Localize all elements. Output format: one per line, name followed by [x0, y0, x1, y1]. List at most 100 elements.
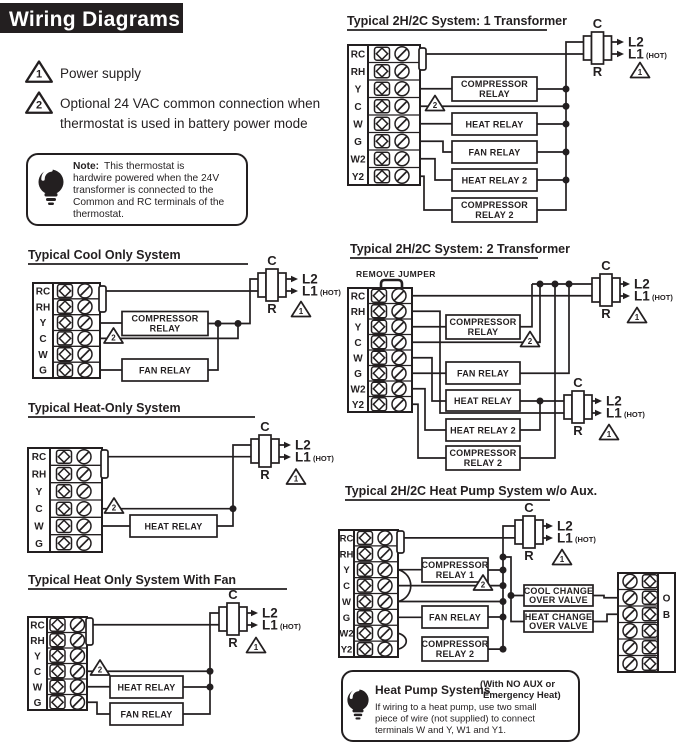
relay-label: RELAY 2 — [436, 649, 474, 659]
terminal-label: Y2 — [352, 400, 365, 411]
terminal-label: W — [342, 597, 351, 608]
xfmr-r-label: R — [573, 423, 583, 438]
junction-dots — [499, 553, 515, 653]
wires — [102, 444, 286, 527]
l2-label: L2 — [295, 438, 311, 453]
terminal-label: Y — [34, 651, 41, 662]
legend-marker-1: 1 — [36, 69, 42, 81]
relay-boxes: COMPRESSOR RELAY FAN RELAY — [121, 310, 209, 382]
hot-label: (HOT) — [646, 51, 667, 60]
diagram-heat-pump: Typical 2H/2C Heat Pump System w/o Aux. … — [338, 484, 676, 673]
xfmr-c-label: C — [260, 419, 270, 434]
note-box-border — [26, 153, 248, 226]
relay-label: HEAT RELAY 2 — [462, 176, 528, 186]
legend-item-1: Power supply — [60, 66, 141, 81]
l1-label: L1 — [262, 618, 278, 633]
relay-label: RELAY — [479, 89, 510, 99]
relay-label: HEAT RELAY — [144, 522, 202, 532]
marker-2: 2 — [112, 504, 117, 513]
valve-label: OVER VALVE — [529, 621, 588, 631]
terminal-block: RC RH Y C W G W2 Y2 — [347, 44, 427, 186]
legend-item-2-line2: thermostat is used in battery power mode — [60, 116, 308, 131]
terminal-label: C — [35, 504, 42, 515]
terminal-label: RC — [351, 49, 365, 60]
terminal-label: RC — [32, 452, 46, 463]
note-line5: thermostat. — [73, 209, 124, 220]
marker-2: 2 — [481, 581, 486, 590]
transformer-1: C R L2 L1 (HOT) — [591, 258, 673, 321]
marker-2: 2 — [98, 666, 103, 675]
relay-label: RELAY — [150, 324, 181, 334]
relay-label: FAN RELAY — [139, 366, 191, 376]
terminal-label: RH — [351, 307, 365, 318]
l1-label: L1 — [557, 531, 573, 546]
legend-item-2-line1: Optional 24 VAC common connection when — [60, 96, 320, 111]
terminal-label: C — [354, 102, 361, 113]
note-line3: transformer is connected to the — [73, 185, 214, 196]
terminal-block: RC RH Y C W G W2 Y2 — [347, 287, 413, 413]
heat-pump-note-border — [341, 670, 580, 742]
xfmr-c-label: C — [267, 253, 277, 268]
terminal-label: RC — [351, 291, 365, 302]
valve-label: COOL CHANGE — [524, 586, 594, 596]
note-label: Note: — [73, 161, 99, 172]
relay-label: HEAT RELAY 2 — [450, 426, 516, 436]
transformer: C R L2 L1 (HOT) — [514, 500, 596, 563]
diagram-title: Typical 2H/2C Heat Pump System w/o Aux. — [345, 484, 597, 498]
relay-label: RELAY 2 — [475, 210, 513, 220]
terminal-label: Y2 — [341, 645, 353, 656]
relay-label: FAN RELAY — [429, 613, 481, 623]
terminal-label: W2 — [351, 384, 366, 395]
terminal-label: W — [38, 350, 48, 361]
terminal-label: RH — [32, 470, 46, 481]
terminal-label: C — [354, 338, 361, 349]
diagram-cool-only: Typical Cool Only System RC RH Y C W G C… — [28, 248, 341, 382]
relay-label: HEAT RELAY — [117, 683, 175, 693]
relay-label: HEAT RELAY — [454, 396, 512, 406]
xfmr-r-label: R — [228, 635, 238, 650]
relay-label: FAN RELAY — [121, 710, 173, 720]
junction-dot — [229, 505, 237, 513]
hot-label: (HOT) — [624, 410, 645, 419]
relay-label: RELAY 1 — [436, 570, 474, 580]
marker-1: 1 — [299, 307, 304, 316]
terminal-label: Y — [343, 565, 350, 576]
xfmr-r-label: R — [593, 64, 603, 79]
heat-pump-note-box: Heat Pump Systems (With NO AUX or Emerge… — [341, 670, 580, 742]
xfmr-c-label: C — [593, 16, 603, 31]
marker-1: 1 — [294, 475, 299, 484]
page-title: Wiring Diagrams — [9, 8, 180, 31]
relay-boxes: COMPRESSOR RELAY 1 FAN RELAY COMPRESSOR … — [421, 557, 594, 662]
transformer: C R L2 L1 (HOT) — [582, 16, 667, 79]
diagram-heat-only: Typical Heat-Only System RC RH Y C W G H… — [27, 401, 334, 553]
l1-label: L1 — [628, 47, 644, 62]
hot-label: (HOT) — [313, 454, 334, 463]
diagram-2h2c-2-transformer: Typical 2H/2C System: 2 Transformer REMO… — [347, 242, 673, 471]
header-bar — [0, 3, 183, 33]
heat-pump-note-line1: If wiring to a heat pump, use two small — [375, 702, 537, 713]
marker-1: 1 — [635, 313, 640, 322]
xfmr-c-label: C — [524, 500, 534, 515]
terminal-label: RC — [30, 620, 44, 631]
terminal-label: G — [35, 539, 43, 550]
heat-pump-note-title: Heat Pump Systems — [375, 683, 491, 697]
transformer: C R L2 L1 (HOT) — [257, 253, 341, 316]
terminal-label: W2 — [351, 154, 366, 165]
terminal-label: RC — [36, 286, 50, 297]
relay-boxes: COMPRESSOR RELAY HEAT RELAY FAN RELAY HE… — [451, 76, 538, 223]
transformer-icon — [514, 515, 544, 549]
relay-label: COMPRESSOR — [131, 314, 198, 324]
terminal-label: C — [34, 667, 41, 678]
terminal-label: W2 — [339, 629, 353, 640]
diagram-title: Typical Heat-Only System — [28, 401, 181, 415]
diagram-title: Typical 2H/2C System: 1 Transformer — [347, 14, 567, 28]
transformer-icon — [218, 602, 248, 636]
terminal-label: W — [353, 119, 363, 130]
hot-label: (HOT) — [652, 293, 673, 302]
terminal-block: RC RH Y C W G — [32, 282, 107, 379]
terminal-label-b: B — [663, 610, 670, 621]
transformer-icon — [591, 273, 621, 307]
l2-label: L2 — [557, 519, 573, 534]
